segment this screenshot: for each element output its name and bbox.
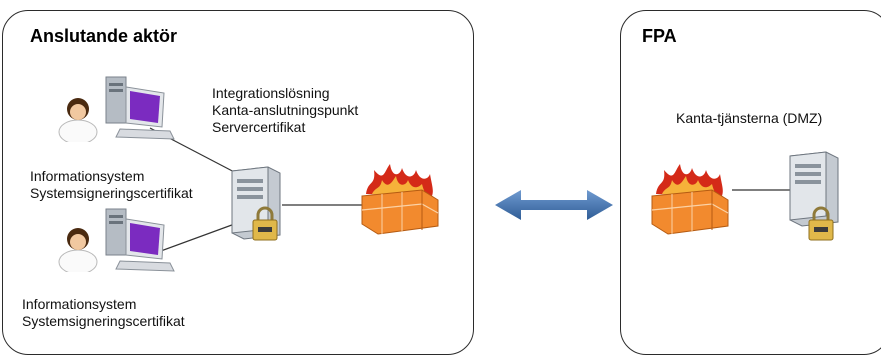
computer-icon: [105, 208, 175, 272]
integration-label-line: Kanta-anslutningspunkt: [212, 102, 359, 118]
user-icon: [58, 98, 98, 142]
firewall-icon: [651, 164, 729, 235]
integration-solution-label: Integrationslösning Kanta-anslutningspun…: [212, 85, 358, 136]
client-label-line: Systemsigneringscertifikat: [30, 185, 193, 201]
client-bottom-label: Informationsystem Systemsigneringscertif…: [22, 296, 185, 330]
bidirectional-arrow-icon: [495, 190, 613, 220]
client-label-line: Informationsystem: [30, 168, 145, 184]
kanta-services-label: Kanta-tjänsterna (DMZ): [676, 110, 823, 126]
firewall-icon: [361, 164, 439, 235]
lock-icon: [252, 206, 278, 241]
fpa-title: FPA: [642, 26, 677, 46]
computer-icon: [105, 76, 175, 140]
client-label-line: Systemsigneringscertifikat: [22, 313, 185, 329]
integration-label-line: Integrationslösning: [212, 85, 330, 101]
integration-label-line: Servercertifikat: [212, 119, 306, 135]
user-icon: [58, 228, 98, 272]
connecting-party-title: Anslutande aktör: [30, 26, 178, 46]
server-icon: [789, 151, 839, 227]
lock-icon: [808, 206, 834, 241]
client-top-label: Informationsystem Systemsigneringscertif…: [30, 168, 193, 202]
client-label-line: Informationsystem: [22, 296, 137, 312]
